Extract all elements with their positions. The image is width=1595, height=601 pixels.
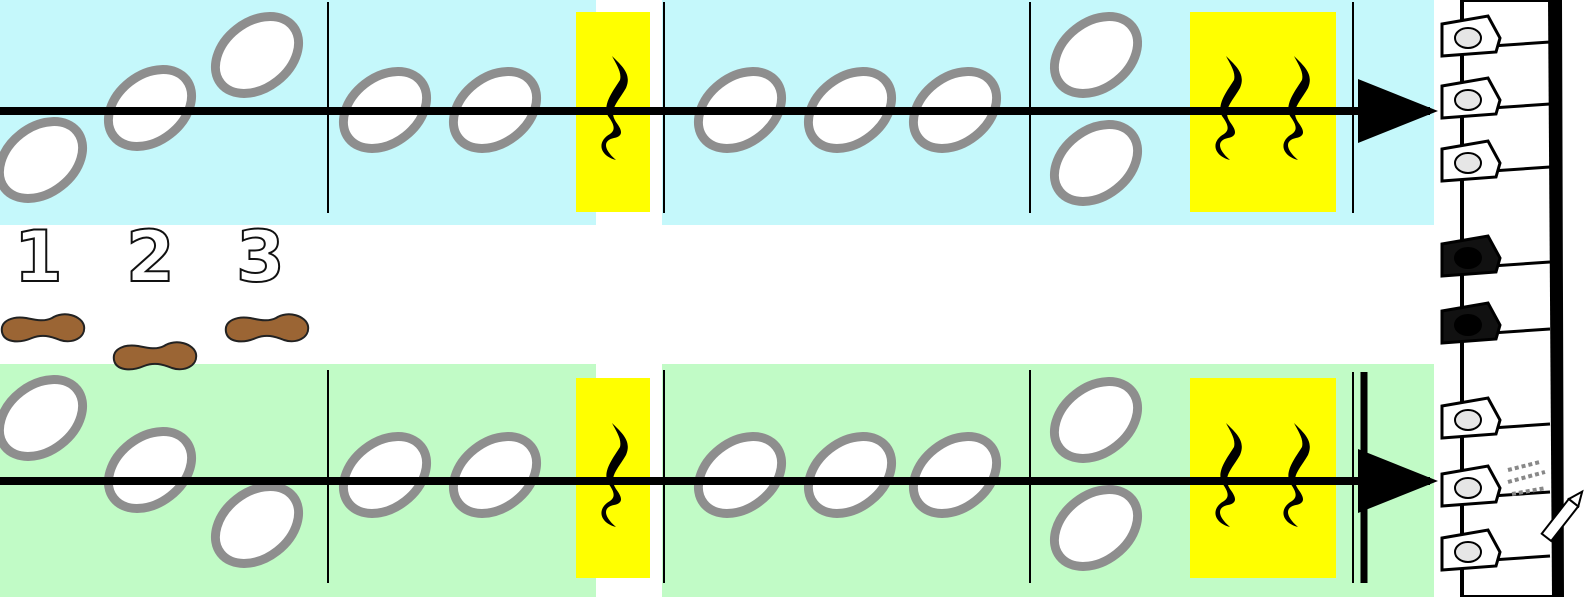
footprints [0,313,310,371]
barlines-bottom [327,370,1031,583]
whole-note [338,432,432,518]
whole-note [1049,485,1143,571]
key-pad [1440,396,1502,440]
shoe-print-icon [112,341,198,371]
motion-lines [1507,460,1547,496]
key-pad [1440,464,1502,508]
count-2: 2 [125,216,176,298]
whole-note [1049,377,1143,463]
key-pad [1440,14,1502,58]
whole-note [0,375,88,461]
count-1: 1 [13,216,64,298]
whole-note [210,12,304,98]
key-pad [1440,301,1502,345]
shoe-print-icon [0,313,86,343]
quarter-rest-glyph [1283,423,1310,527]
key-pad [1440,139,1502,183]
whole-note [1049,120,1143,206]
whole-note [1049,12,1143,98]
whole-note [693,432,787,518]
beat-counts: 1 2 3 [0,216,330,298]
quarter-rest-glyph [1215,56,1242,160]
rests-layer [601,56,1310,527]
key-pad [1440,528,1502,572]
notes-layer [0,12,1143,571]
whole-note [803,432,897,518]
key-pad [1440,234,1502,278]
count-3: 3 [235,216,286,298]
whole-note [103,427,197,513]
pencil-icon [1540,489,1584,543]
quarter-rest-glyph [601,56,628,160]
keyboard-keys-icon [1440,0,1584,599]
shoe-print-icon [224,313,310,343]
key-pad [1440,76,1502,120]
quarter-rest-glyph [1215,423,1242,527]
quarter-rest-glyph [601,423,628,527]
whole-note [210,482,304,568]
whole-note [0,117,88,203]
whole-note [908,432,1002,518]
quarter-rest-glyph [1283,56,1310,160]
whole-note [448,432,542,518]
